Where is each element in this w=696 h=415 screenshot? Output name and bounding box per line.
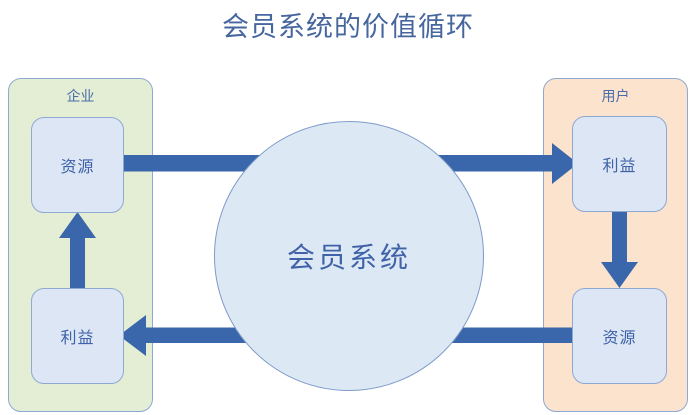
node-enterprise-resource[interactable]: 资源 — [31, 117, 124, 213]
node-enterprise-resource-label: 资源 — [60, 159, 95, 176]
node-user-resource-label: 资源 — [602, 330, 637, 347]
node-enterprise-benefit[interactable]: 利益 — [31, 288, 124, 384]
center-node-membership-system[interactable]: 会员系统 — [214, 121, 484, 391]
node-user-resource[interactable]: 资源 — [572, 288, 667, 384]
node-user-benefit-label: 利益 — [602, 158, 637, 175]
page-title: 会员系统的价值循环 — [222, 12, 474, 42]
panel-enterprise-label: 企业 — [66, 88, 95, 104]
node-enterprise-benefit-label: 利益 — [60, 330, 95, 347]
panel-user-label: 用户 — [601, 88, 630, 104]
center-node-label: 会员系统 — [286, 242, 411, 273]
node-user-benefit[interactable]: 利益 — [572, 116, 667, 212]
